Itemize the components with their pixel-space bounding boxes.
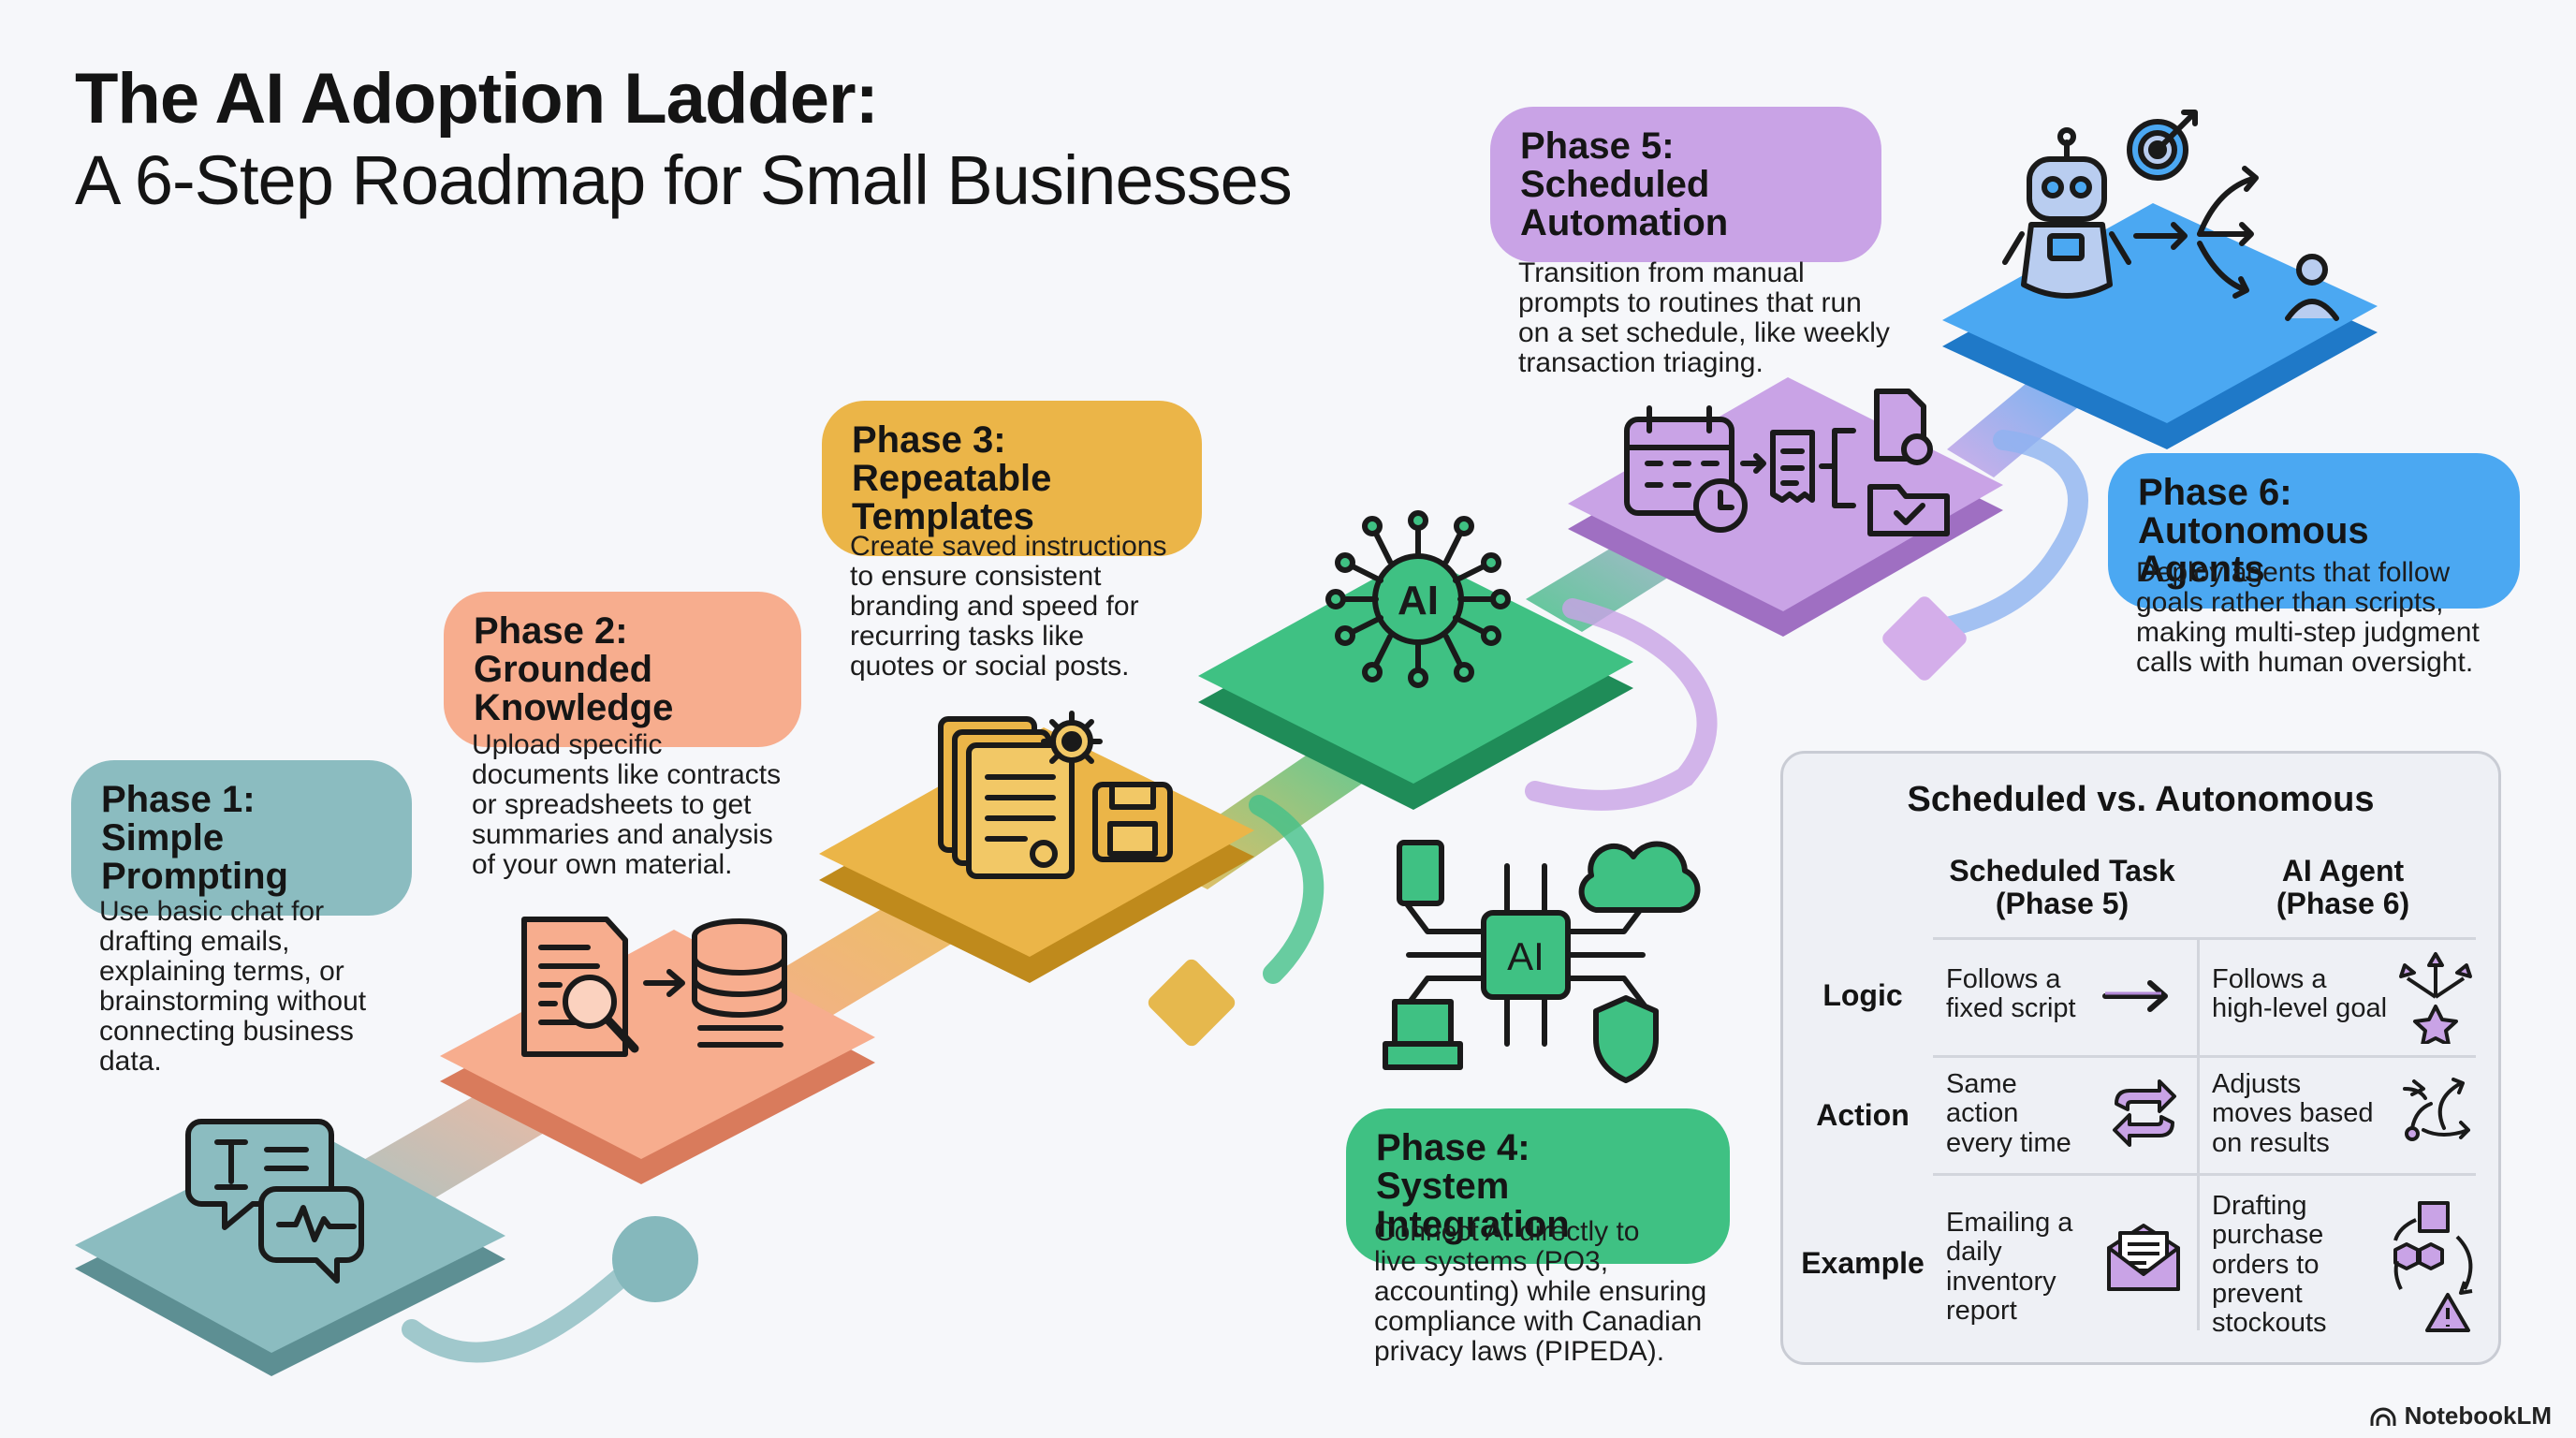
phase5-description: Transition from manual prompts to routin… <box>1518 257 1890 379</box>
row-label-action: Action <box>1816 1098 1910 1132</box>
logic-scheduled: Follows a fixed script <box>1946 964 2076 1024</box>
repeat-icon <box>2113 1079 2176 1147</box>
ai-chip-label: AI <box>1507 934 1544 978</box>
phase3-label: Phase 3: Repeatable Templates <box>822 401 1202 557</box>
ai-chip-network-icon: AI <box>1383 840 1701 1083</box>
brand-watermark: NotebookLM <box>2369 1401 2552 1431</box>
phase4-label: Phase 4: System Integration <box>1346 1108 1730 1265</box>
divider <box>2197 937 2200 1330</box>
divider <box>1933 1055 2476 1058</box>
branching-star-icon <box>2399 952 2472 1044</box>
phase6-description: Deploy agents that follow goals rather t… <box>2136 557 2480 679</box>
phase5-tail-cap <box>1882 596 1967 681</box>
template-gear-save-icon <box>938 711 1173 879</box>
page-title: The AI Adoption Ladder: <box>75 59 879 139</box>
phase2-description: Upload specific documents like contracts… <box>472 729 782 881</box>
phase6-label: Phase 6: Autonomous Agents <box>2108 453 2520 609</box>
ai-node-icon: AI <box>1325 510 1511 688</box>
calendar-workflow-icon <box>1624 389 1950 536</box>
action-scheduled: Same action every time <box>1946 1069 2071 1158</box>
brand-name: NotebookLM <box>2404 1401 2552 1430</box>
phase4-description: Connect AI directly to live systems (PO3… <box>1374 1216 1707 1368</box>
logic-agent: Follows a high-level goal <box>2212 964 2388 1024</box>
phase1-description: Use basic chat for drafting emails, expl… <box>99 896 367 1078</box>
phase3-tail-cap <box>1148 959 1236 1047</box>
document-search-database-icon <box>521 917 787 1057</box>
row-label-example: Example <box>1801 1246 1925 1280</box>
action-agent: Adjusts moves based on results <box>2212 1069 2374 1158</box>
envelope-icon <box>2107 1224 2180 1291</box>
adaptive-path-icon <box>2403 1078 2470 1141</box>
phase1-label: Phase 1: Simple Prompting <box>71 760 412 917</box>
robot-target-icon <box>2002 110 2339 321</box>
divider <box>1933 937 2476 940</box>
page-subtitle: A 6-Step Roadmap for Small Businesses <box>75 141 1293 219</box>
phase3-description: Create saved instructions to ensure cons… <box>850 531 1167 682</box>
arrow-right-icon <box>2102 980 2168 1012</box>
comparison-table: Scheduled vs. Autonomous Scheduled Task … <box>1780 751 2501 1365</box>
example-agent: Drafting purchase orders to prevent stoc… <box>2212 1191 2327 1339</box>
comparison-title: Scheduled vs. Autonomous <box>1907 780 2375 819</box>
phase5-label: Phase 5: Scheduled Automation <box>1490 107 1881 263</box>
phase2-label: Phase 2: Grounded Knowledge <box>444 592 801 748</box>
column-header-agent: AI Agent (Phase 6) <box>2276 854 2410 921</box>
ai-node-label: AI <box>1398 578 1439 624</box>
column-header-scheduled: Scheduled Task (Phase 5) <box>1949 854 2175 921</box>
row-label-logic: Logic <box>1822 978 1903 1012</box>
example-scheduled: Emailing a daily inventory report <box>1946 1208 2073 1326</box>
cycle-boxes-warning-icon <box>2393 1201 2473 1332</box>
platform-phase6 <box>1942 203 2378 449</box>
ladder-tails <box>402 430 2088 1363</box>
divider <box>1933 1173 2476 1176</box>
chat-bubbles-icon <box>185 1119 364 1284</box>
notebooklm-logo-icon <box>2370 1407 2396 1426</box>
